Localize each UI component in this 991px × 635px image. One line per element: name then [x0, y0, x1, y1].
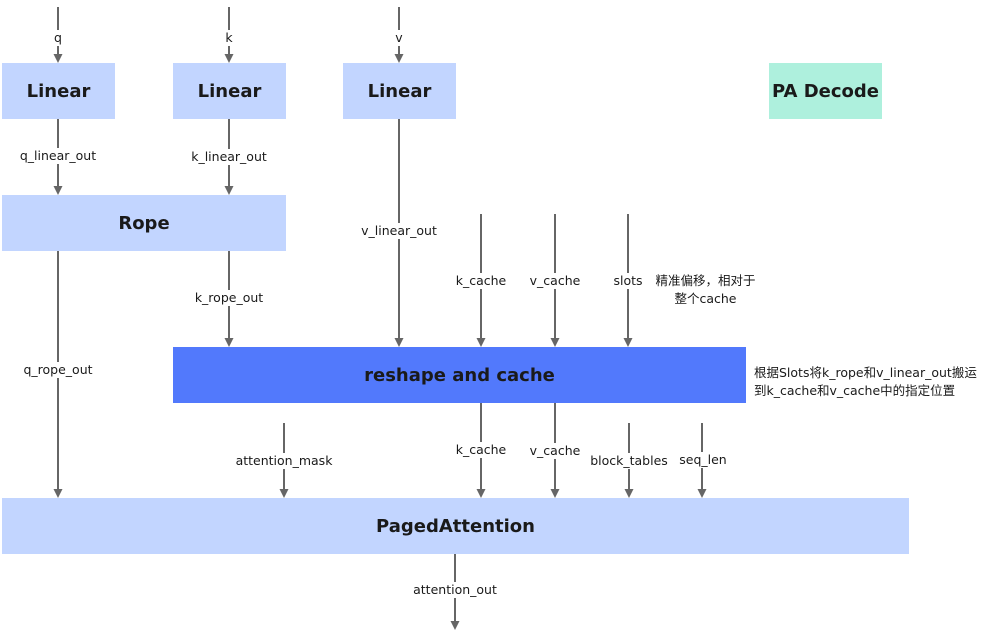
reshape-note-line1: 根据Slots将k_rope和v_linear_out搬运	[754, 365, 977, 380]
pa-decode-label: PA Decode	[771, 80, 879, 102]
edge-label-q-rope-out: q_rope_out	[22, 362, 94, 378]
rope-label: Rope	[118, 212, 170, 234]
linear-q-node: Linear	[2, 63, 115, 119]
edge-label-k-linear-out: k_linear_out	[190, 149, 268, 165]
edge-label-slots: slots	[612, 273, 644, 289]
linear-v-node: Linear	[343, 63, 456, 119]
edge-label-q: q	[53, 30, 63, 46]
edge-label-attention-mask: attention_mask	[234, 453, 334, 469]
linear-v-label: Linear	[367, 80, 432, 102]
edge-label-v: v	[394, 30, 404, 46]
linear-q-label: Linear	[26, 80, 91, 102]
edge-label-seq-len: seq_len	[678, 452, 728, 468]
edge-label-k: k	[224, 30, 234, 46]
reshape-and-cache-node: reshape and cache	[173, 347, 746, 403]
reshape-note-line2: 到k_cache和v_cache中的指定位置	[754, 383, 956, 398]
paged-attention-node: PagedAttention	[2, 498, 909, 554]
reshape-and-cache-label: reshape and cache	[364, 364, 555, 386]
paged-attention-label: PagedAttention	[376, 515, 535, 537]
linear-k-label: Linear	[197, 80, 262, 102]
edge-label-v-cache-out: v_cache	[528, 443, 582, 459]
reshape-note: 根据Slots将k_rope和v_linear_out搬运 到k_cache和v…	[754, 364, 977, 400]
edge-label-attention-out: attention_out	[412, 582, 498, 598]
edge-label-block-tables: block_tables	[589, 453, 669, 469]
edge-label-v-cache-in: v_cache	[528, 273, 582, 289]
slots-note-line1: 精准偏移，相对于	[655, 273, 756, 288]
slots-note-line2: 整个cache	[674, 291, 737, 306]
slots-note: 精准偏移，相对于 整个cache	[648, 272, 763, 308]
edge-label-k-cache-out: k_cache	[454, 442, 508, 458]
edge-label-k-cache-in: k_cache	[454, 273, 508, 289]
edge-label-v-linear-out: v_linear_out	[360, 223, 438, 239]
edge-label-q-linear-out: q_linear_out	[18, 148, 98, 164]
rope-node: Rope	[2, 195, 286, 251]
linear-k-node: Linear	[173, 63, 286, 119]
edge-label-k-rope-out: k_rope_out	[193, 290, 265, 306]
pa-decode-node: PA Decode	[769, 63, 882, 119]
